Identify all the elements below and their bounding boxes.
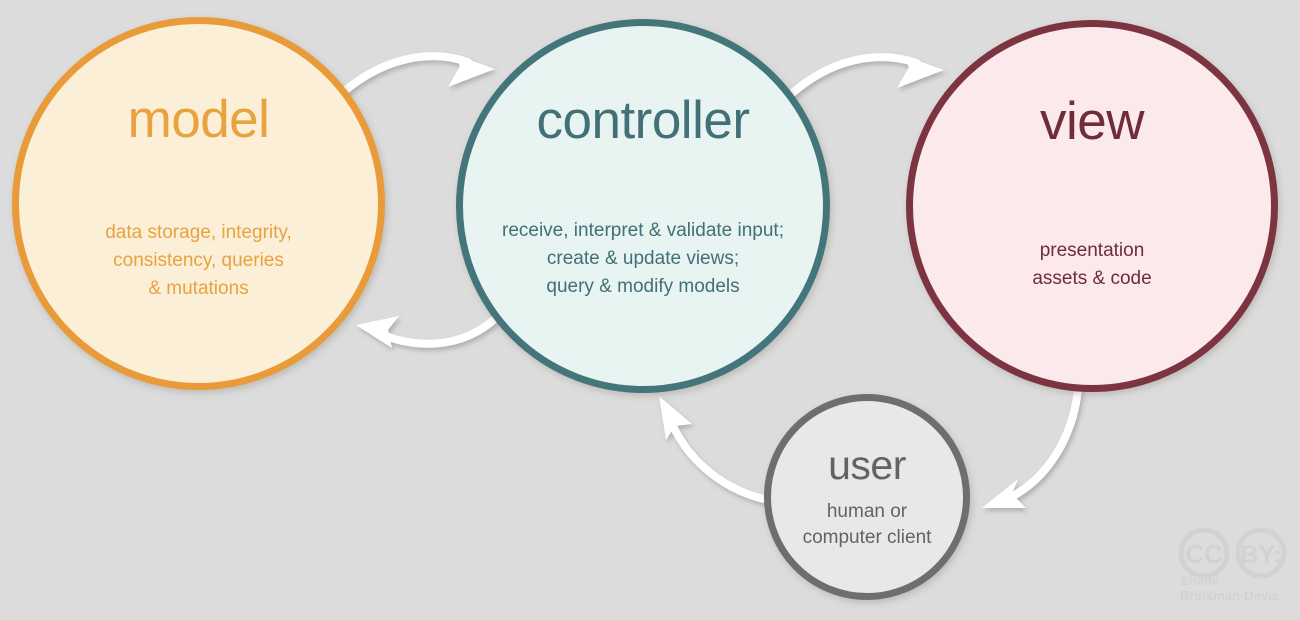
arrow-user-to-controller xyxy=(659,396,772,504)
node-user-title: user xyxy=(828,442,906,488)
credit-line-1: Shane xyxy=(1180,573,1220,588)
node-model-description: data storage, integrity, consistency, qu… xyxy=(105,222,292,299)
node-user[interactable]: user human or computer client xyxy=(764,394,970,600)
cc-icon-label: CC xyxy=(1185,539,1223,569)
node-view-description: presentation assets & code xyxy=(1032,240,1152,289)
by-icon: BY: xyxy=(1235,527,1287,579)
by-icon-label: BY: xyxy=(1240,541,1281,569)
arrow-controller-to-model xyxy=(356,314,500,348)
cc-icon: CC xyxy=(1178,527,1230,579)
arrow-controller-to-view xyxy=(785,53,944,100)
node-view[interactable]: view presentation assets & code xyxy=(906,20,1278,392)
node-view-title: view xyxy=(1039,92,1145,151)
node-controller-description: receive, interpret & validate input; cre… xyxy=(502,220,784,297)
arrow-view-to-user xyxy=(982,386,1082,508)
node-model-title: model xyxy=(127,90,270,149)
node-controller[interactable]: controller receive, interpret & validate… xyxy=(456,19,830,393)
node-model[interactable]: model data storage, integrity, consisten… xyxy=(12,17,385,390)
node-user-description: human or computer client xyxy=(802,501,932,548)
creative-commons-badge[interactable]: CC BY: xyxy=(1178,527,1288,607)
credit-line-2: Brinkman-Davis xyxy=(1180,588,1279,603)
arrow-model-to-controller xyxy=(336,52,495,99)
node-controller-title: controller xyxy=(536,91,750,150)
